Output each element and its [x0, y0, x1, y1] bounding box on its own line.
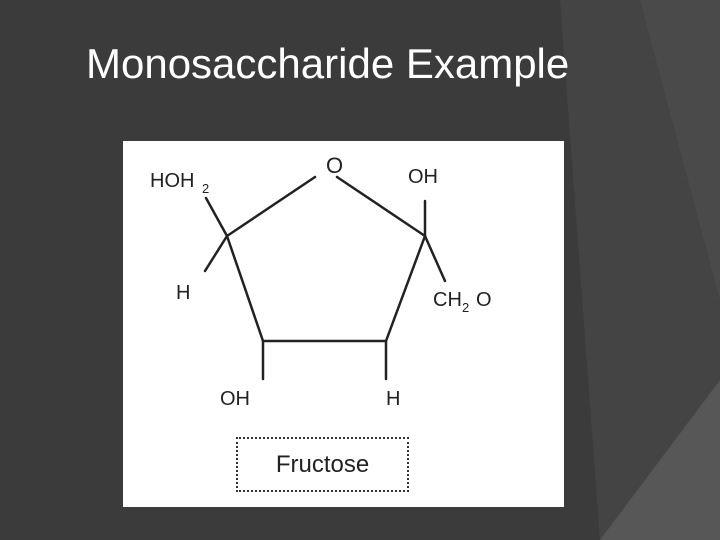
- bond-c5-down: [203, 234, 229, 273]
- fructose-diagram: O HOH 2 OH H CH 2 O OH H Fructose: [123, 141, 564, 507]
- bond-o-c2: [335, 175, 427, 238]
- c5-subscript: 2: [202, 181, 209, 196]
- bond-c5-o: [225, 175, 317, 238]
- c2-up-label: OH: [408, 166, 438, 188]
- c4-h-label: H: [176, 282, 190, 304]
- bond-c2-down: [423, 234, 447, 283]
- slide-title: Monosaccharide Example: [86, 40, 570, 87]
- ring-oxygen-label: O: [326, 153, 343, 178]
- molecule-caption: Fructose: [275, 450, 370, 478]
- bond-c4-c5: [225, 234, 265, 343]
- c3-h-label: H: [386, 388, 400, 410]
- bond-c2-c3: [384, 234, 427, 343]
- c2-down-label: CH: [433, 289, 462, 311]
- bond-c5-up: [204, 196, 229, 238]
- c2-down-end-label: O: [476, 289, 492, 311]
- c5-group-label: HOH: [150, 170, 194, 192]
- c2-down-subscript: 2: [462, 300, 469, 315]
- caption-box: Fructose: [236, 437, 409, 492]
- c3-oh-label: OH: [220, 388, 250, 410]
